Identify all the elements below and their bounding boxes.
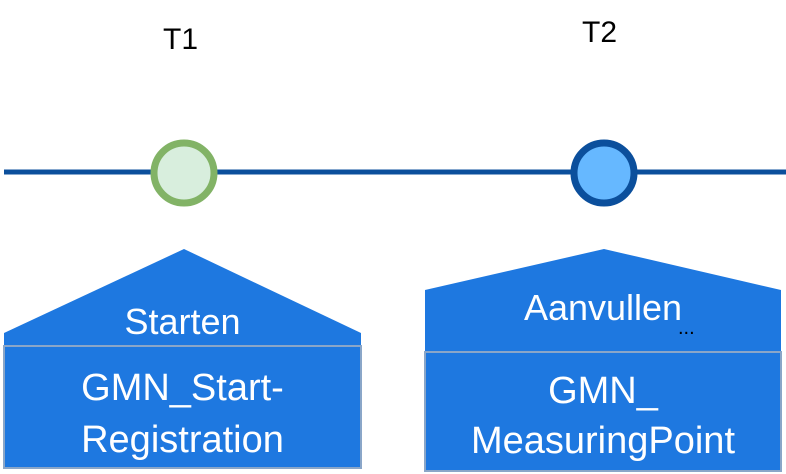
milestone-code-t2: GMN_ MeasuringPoint [425, 366, 781, 466]
ellipsis-text: ... [678, 317, 695, 339]
code-line: GMN_ [548, 370, 658, 412]
verb-house-shape-t1 [4, 249, 361, 346]
milestone-label-t2: T2 [582, 16, 618, 49]
milestone-verb-t1: Starten [124, 301, 241, 342]
milestone-marker-t2 [570, 139, 638, 207]
code-line: Registration [81, 419, 284, 461]
milestone-verb-t2: Aanvullen [523, 287, 683, 328]
code-line: GMN_Start- [81, 367, 284, 409]
milestone-code-t1: GMN_Start- Registration [4, 362, 361, 466]
code-line: MeasuringPoint [470, 420, 736, 462]
code-box-t1 [3, 345, 362, 469]
milestone-label-t1: T1 [163, 23, 199, 56]
code-box-t2 [424, 351, 782, 472]
verb-house-shape-t2 [425, 249, 781, 352]
milestone-marker-t1 [150, 139, 218, 207]
